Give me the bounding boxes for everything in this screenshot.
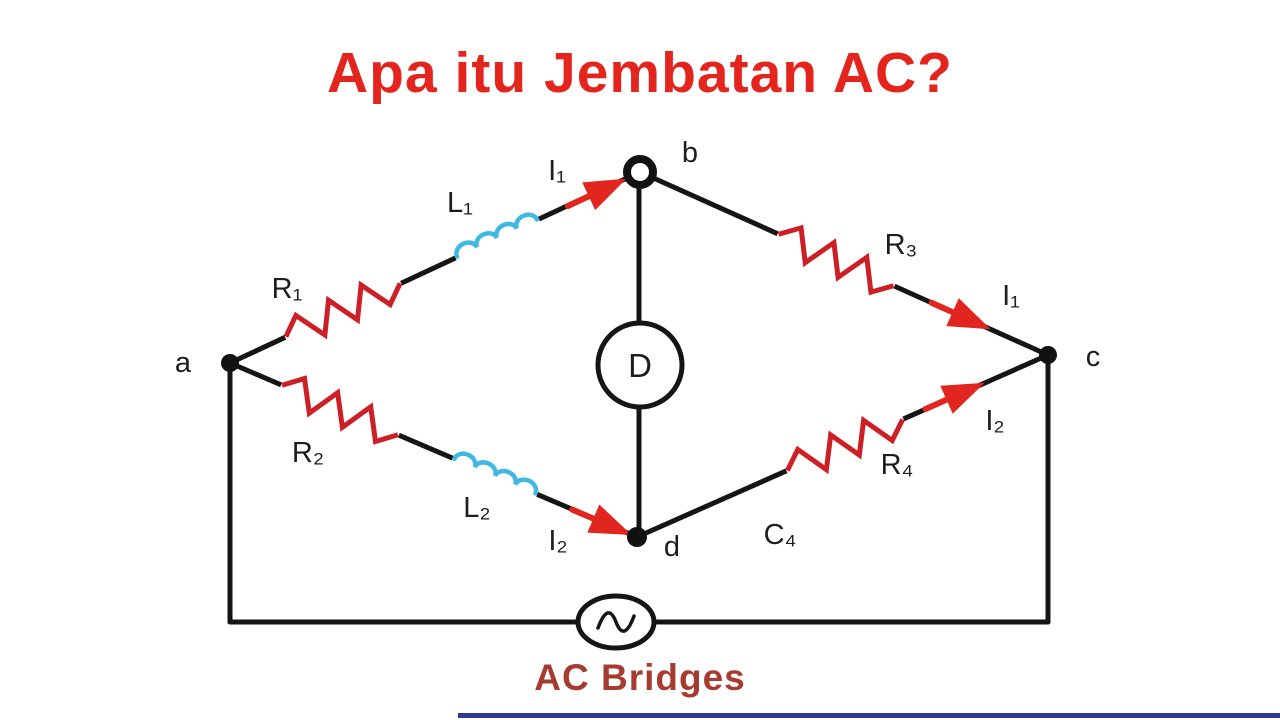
label-c4: C₄: [764, 519, 797, 551]
label-r2: R₂: [292, 437, 324, 469]
current-arrow-i2-right: [921, 376, 981, 419]
label-node-c: c: [1086, 341, 1101, 373]
node-c: [1039, 346, 1057, 364]
node-d: [627, 527, 647, 547]
label-i1-top: I₁: [548, 155, 566, 187]
label-i1-right: I₁: [1002, 280, 1020, 312]
detector-circle: [595, 320, 685, 410]
bottom-accent-bar: [458, 713, 1280, 718]
node-b: [623, 155, 657, 189]
resistor-zigzag: [772, 221, 899, 300]
label-node-b: b: [682, 137, 698, 169]
label-node-d: d: [664, 531, 680, 563]
label-l1: L₁: [447, 187, 473, 219]
label-i2-bottom: I₂: [548, 525, 567, 557]
current-arrow-i1-top: [563, 172, 623, 216]
resistor-r3: [771, 220, 900, 300]
label-i2-right: I₂: [985, 405, 1004, 437]
label-r3: R₃: [885, 229, 918, 261]
ac-source: [575, 593, 657, 651]
label-node-a: a: [175, 347, 192, 379]
label-l2: L₂: [463, 492, 490, 524]
label-r1: R₁: [272, 273, 303, 305]
sine-wave-icon: [596, 611, 636, 633]
inductor-l2: [453, 450, 541, 494]
current-arrow-i1-right: [927, 293, 987, 336]
diagram-caption: AC Bridges: [534, 657, 745, 698]
detector-label: D: [628, 347, 652, 384]
slide-title: Apa itu Jembatan AC?: [327, 41, 953, 105]
label-r4: R₄: [881, 449, 914, 481]
current-arrow-i2-bottom: [568, 499, 628, 541]
node-a: [221, 354, 239, 372]
